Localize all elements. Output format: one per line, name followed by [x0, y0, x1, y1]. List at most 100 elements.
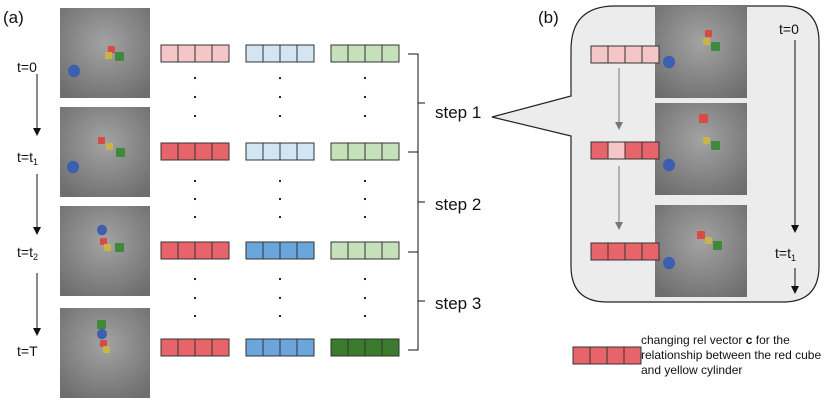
- ellipsis-dot: [363, 179, 367, 183]
- ellipsis-dot: [363, 215, 367, 219]
- scene-thumbnail-b-3: [655, 205, 747, 297]
- ellipsis-dot: [278, 95, 282, 99]
- vector-cell: [177, 44, 196, 63]
- vector-cell: [364, 142, 383, 161]
- rel-vector-b-3: [590, 242, 660, 261]
- green-cube: [97, 320, 106, 329]
- red-cube: [100, 238, 107, 245]
- green-cube: [711, 42, 720, 51]
- red-cube: [705, 30, 712, 37]
- vector-cell: [296, 142, 315, 161]
- vector-cell: [364, 338, 383, 357]
- vector-cell: [624, 141, 643, 160]
- vector-cell: [211, 44, 230, 63]
- vector-cell: [364, 241, 383, 260]
- blue-cylinder: [67, 160, 79, 174]
- vector-cell: [245, 338, 264, 357]
- vector-cell: [590, 45, 609, 64]
- ellipsis-dot: [363, 114, 367, 118]
- vector-cell: [245, 142, 264, 161]
- step-label-2: step 2: [435, 195, 482, 214]
- rel-vector-green-row-1: [330, 44, 400, 63]
- rel-vector-red-row-2: [160, 142, 230, 161]
- scene-thumbnail-a-1: [60, 8, 150, 98]
- vector-cell: [194, 142, 213, 161]
- ellipsis-dot: [363, 197, 367, 201]
- yellow-cylinder: [703, 38, 710, 45]
- ellipsis-dot: [363, 314, 367, 318]
- scene-background: [60, 107, 150, 197]
- time-label-tT: t=T: [17, 343, 38, 359]
- rel-vector-blue-row-1: [245, 44, 315, 63]
- vector-cell: [279, 241, 298, 260]
- ellipsis-dot: [363, 76, 367, 80]
- vector-cell: [160, 44, 179, 63]
- scene-background: [655, 205, 747, 297]
- green-cube: [116, 148, 125, 157]
- vector-cell: [624, 242, 643, 261]
- vector-cell: [279, 338, 298, 357]
- bracket-step-2: [408, 151, 425, 253]
- scene-thumbnail-b-2: [655, 103, 747, 195]
- blue-cylinder: [97, 224, 107, 236]
- vector-cell: [381, 44, 400, 63]
- scene-thumbnail-a-3: [60, 206, 150, 296]
- vector-cell: [590, 141, 609, 160]
- rel-vector-green-row-3: [330, 241, 400, 260]
- ellipsis-dot: [278, 215, 282, 219]
- vector-cell: [262, 44, 281, 63]
- vector-cell: [623, 346, 642, 365]
- ellipsis-dot: [278, 179, 282, 183]
- ellipsis-dot: [363, 95, 367, 99]
- time-label-t1: t=t1: [17, 149, 38, 167]
- ellipsis-dot: [193, 114, 197, 118]
- vector-cell: [177, 241, 196, 260]
- panel-a-label: (a): [3, 8, 24, 27]
- vector-cell: [160, 338, 179, 357]
- vector-cell: [330, 142, 349, 161]
- vector-cell: [296, 44, 315, 63]
- ellipsis-dot: [193, 76, 197, 80]
- vector-cell: [194, 44, 213, 63]
- vector-cell: [606, 346, 625, 365]
- vector-cell: [245, 44, 264, 63]
- ellipsis-dot: [278, 277, 282, 281]
- rel-vector-red-row-1: [160, 44, 230, 63]
- vector-cell: [347, 44, 366, 63]
- vector-cell: [330, 44, 349, 63]
- step-label-1: step 1: [435, 103, 482, 122]
- red-cube: [108, 46, 115, 53]
- panel-b-label: (b): [538, 8, 559, 27]
- vector-cell: [381, 338, 400, 357]
- vector-cell: [262, 338, 281, 357]
- red-cube: [697, 231, 705, 239]
- time-label-b-t0: t=0: [779, 21, 799, 37]
- vector-cell: [347, 338, 366, 357]
- vector-cell: [589, 346, 608, 365]
- vector-cell: [347, 241, 366, 260]
- yellow-cylinder: [106, 143, 113, 150]
- vector-cell: [262, 241, 281, 260]
- ellipsis-dot: [363, 277, 367, 281]
- yellow-cylinder: [705, 237, 712, 244]
- legend-vector-swatch: [572, 346, 642, 365]
- yellow-cylinder: [703, 137, 710, 144]
- vector-cell: [381, 142, 400, 161]
- ellipsis-dot: [193, 95, 197, 99]
- rel-vector-b-1: [590, 45, 660, 64]
- ellipsis-dot: [278, 76, 282, 80]
- vector-cell: [211, 338, 230, 357]
- vector-cell: [624, 45, 643, 64]
- red-cube: [98, 137, 105, 144]
- ellipsis-dot: [193, 277, 197, 281]
- rel-vector-blue-row-2: [245, 142, 315, 161]
- vector-cell: [330, 241, 349, 260]
- red-cube: [100, 340, 107, 347]
- green-cube: [713, 241, 722, 250]
- step-label-3: step 3: [435, 294, 482, 313]
- vector-cell: [572, 346, 591, 365]
- vector-cell: [194, 338, 213, 357]
- blue-cylinder: [663, 158, 675, 172]
- green-cube: [711, 141, 720, 150]
